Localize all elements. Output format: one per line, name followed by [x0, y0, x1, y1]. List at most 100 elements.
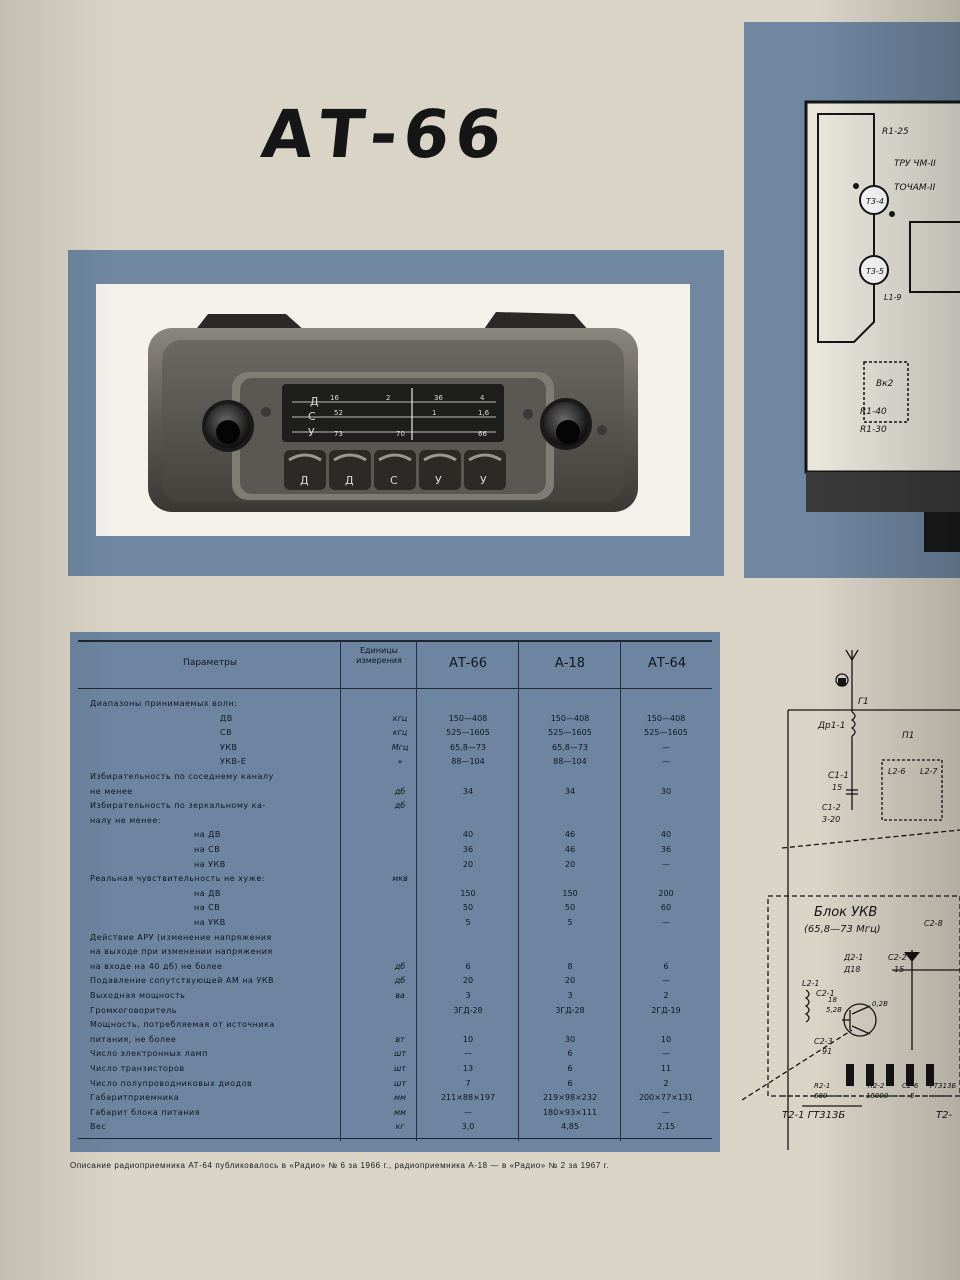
radio-illustration: Д 16 2 36 4 С 52 1 1,6 У 73 70 66 — [148, 312, 638, 512]
row-value: 3,0 — [461, 1122, 475, 1132]
row-unit: вт — [395, 1034, 405, 1044]
row-value: 20 — [462, 859, 474, 869]
row-unit: шт — [394, 1064, 406, 1073]
schematic-transistor-label: Т2- — [936, 1110, 952, 1121]
schematic-label: 15 — [894, 965, 904, 974]
circuit-schematic: Г1 Др1-1 П1 С1-1 15 С1-2 3-20 L2-6 L2-7 … — [741, 630, 960, 1160]
column-divider — [518, 641, 519, 1141]
table-header-rule — [78, 688, 712, 689]
row-unit: » — [397, 757, 403, 767]
row-value: 4,85 — [561, 1122, 579, 1132]
row-value: 46 — [564, 830, 576, 840]
preset-button[interactable] — [374, 450, 416, 490]
column-divider — [340, 641, 341, 1141]
preset-button-label: С — [390, 474, 398, 487]
table-row: Мощность, потребляемая от источника — [70, 1019, 720, 1031]
chassis-drawing: R1-25 ТРУ ЧМ-II ТОЧАМ-II Т3-4 Т3-5 L1-9 … — [804, 100, 960, 552]
dial-scale-value: 70 — [396, 430, 405, 438]
volume-knob[interactable] — [202, 400, 271, 452]
preset-button-label: Д — [300, 474, 309, 487]
tuning-dial — [282, 384, 504, 442]
preset-button-label: У — [480, 474, 487, 487]
schematic-label: ГТ313Б — [930, 1082, 957, 1090]
row-parameter: Диапазоны принимаемых волн: — [90, 699, 238, 708]
row-parameter: Мощность, потребляемая от источника — [90, 1020, 275, 1030]
row-parameter: Выходная мощность — [90, 991, 186, 1000]
schematic-label: 15000 — [866, 1092, 889, 1100]
schematic-block-range: (65,8—73 Мгц) — [804, 924, 881, 935]
dial-scale-value: 4 — [480, 394, 485, 402]
preset-button[interactable] — [284, 450, 326, 490]
table-row: Избирательность по зеркальному ка-дб — [70, 800, 720, 812]
schematic-label: 3-20 — [822, 815, 840, 824]
preset-button[interactable] — [464, 450, 506, 490]
preset-button[interactable] — [419, 450, 461, 490]
row-value: — — [464, 1049, 472, 1059]
row-unit: кг — [395, 1122, 405, 1132]
row-value: 6 — [567, 1049, 573, 1059]
row-value: 5 — [465, 918, 471, 927]
row-value: 10 — [462, 1034, 474, 1044]
row-parameter: не менее — [90, 786, 133, 796]
dial-scale-value: 52 — [334, 409, 343, 417]
schematic-label: С2-1 — [816, 989, 835, 998]
dial-band-label: У — [308, 426, 315, 439]
preset-button[interactable] — [329, 450, 371, 490]
row-value: 200 — [658, 888, 674, 898]
row-unit: дб — [394, 961, 406, 971]
schematic-label: С2-2 — [888, 953, 907, 962]
schematic-label: Т3-4 — [866, 197, 884, 206]
row-parameter: на СВ — [194, 903, 221, 913]
schematic-label: Д2-1 — [843, 953, 863, 962]
schematic-label: 91 — [822, 1047, 832, 1056]
row-value: 150—408 — [550, 713, 590, 723]
schematic-label: R2-2 — [868, 1082, 885, 1090]
row-parameter: на УКВ — [194, 859, 226, 869]
row-value: 60 — [660, 903, 672, 913]
schematic-label: С2-3 — [814, 1037, 833, 1046]
schematic-label: 5 — [910, 1092, 915, 1100]
schematic-transistor-label: Т2-1 ГТ313Б — [782, 1110, 845, 1121]
row-value: 88—104 — [451, 757, 485, 767]
row-value: 50 — [564, 903, 576, 913]
row-value: 65,8—73 — [552, 742, 588, 752]
row-parameter: Громкоговоритель — [90, 1005, 178, 1015]
row-value: 525—1605 — [548, 728, 592, 738]
table-row: Реальная чувствительность не хуже:мкв — [70, 873, 720, 885]
row-value: — — [662, 757, 670, 767]
schematic-label: Д18 — [843, 965, 860, 974]
row-value: 150 — [460, 888, 476, 898]
table-bottom-rule — [78, 1138, 712, 1139]
schematic-label: R1-30 — [860, 425, 887, 435]
dial-scale-value: 1,6 — [478, 409, 490, 417]
row-value: 211×88×197 — [440, 1093, 496, 1103]
row-parameter: на УКВ — [194, 918, 226, 927]
row-value: 6 — [567, 1078, 573, 1088]
row-value: — — [662, 859, 670, 869]
dial-scale-value: 36 — [434, 394, 443, 402]
schematic-label: С1-1 — [828, 771, 849, 781]
page-title: АТ-66 — [257, 96, 512, 173]
row-value: 40 — [462, 830, 474, 840]
row-value: 36 — [462, 845, 474, 854]
table-row: налу не менее: — [70, 815, 720, 827]
tuning-knob[interactable] — [523, 398, 607, 450]
dial-scale-value: 73 — [334, 430, 343, 438]
row-parameter: Реальная чувствительность не хуже: — [90, 874, 265, 884]
row-unit: мм — [393, 1093, 407, 1103]
row-unit: кгц — [392, 713, 408, 723]
row-parameter: Габарит блока питания — [90, 1107, 201, 1117]
schematic-label: С2-8 — [924, 919, 943, 928]
row-parameter: СВ — [220, 728, 233, 738]
specs-table: Параметры Единицы измерения АТ-66 А-18 А… — [70, 632, 720, 1152]
dial-scale-value: 1 — [432, 409, 436, 417]
schematic-label: Вк2 — [876, 379, 894, 389]
